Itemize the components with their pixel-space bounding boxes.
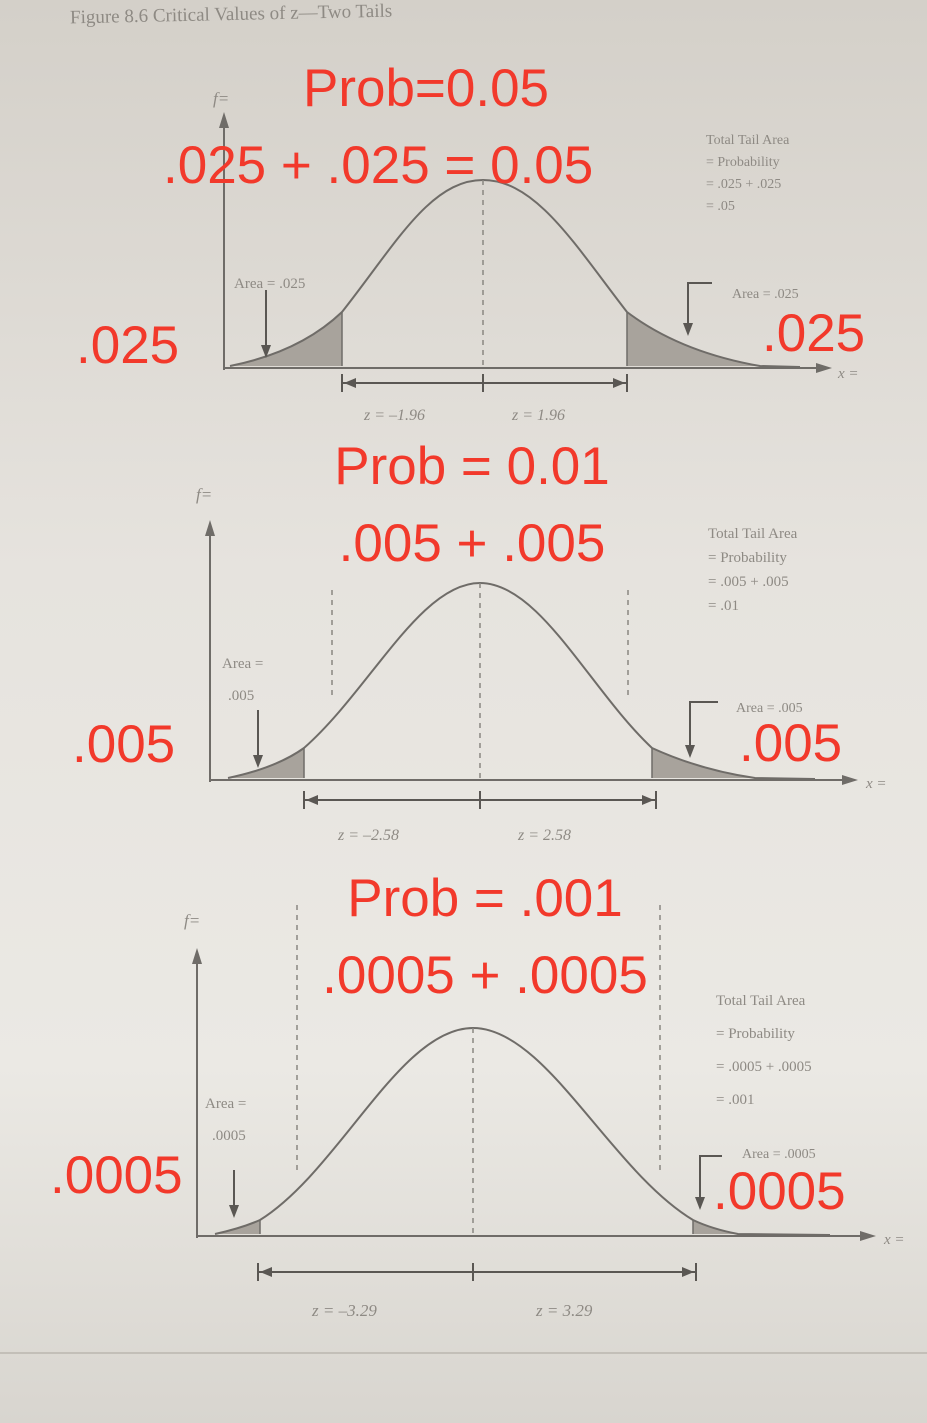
panel-3-sum-annotation: .0005 + .0005 (322, 946, 648, 1005)
panel-2-total-tail-area: Total Tail Area = Probability = .005 + .… (708, 526, 798, 614)
panel-1-x-label: x = (837, 366, 859, 382)
panel-3-z-left: z = –3.29 (311, 1301, 377, 1320)
panel-1-left-tail-annotation: .025 (76, 316, 180, 375)
panel-1-prob-annotation: Prob=0.05 (302, 59, 550, 118)
panel-1-graph: f= x = Area = .025 Area = .025 z = –1.96… (213, 89, 859, 424)
panel-1-x-arrow (816, 363, 832, 373)
panel-3-right-area-label: Area = .0005 (742, 1147, 816, 1162)
panel-3-right-tail-annotation: .0005 (713, 1162, 846, 1221)
panel-1-y-label: f= (213, 89, 229, 108)
panel-1-left-tail-shade (230, 312, 342, 366)
panel-2-z-right: z = 2.58 (517, 827, 571, 844)
panel-2-x-label: x = (865, 776, 887, 792)
panel-1-y-arrow (219, 112, 229, 128)
panel-3-graph: f= x = Area = .0005 Area = .0005 z = –3.… (184, 905, 905, 1320)
panel-1-right-area-arrow (687, 282, 712, 330)
panel-2-y-label: f= (196, 485, 212, 504)
panel-3-prob-annotation: Prob = .001 (347, 869, 623, 928)
page-bottom-rule (0, 1352, 927, 1354)
panel-1-z-left: z = –1.96 (363, 407, 425, 424)
panel-3-z-right: z = 3.29 (535, 1301, 593, 1320)
panel-2-left-area-value: .005 (228, 688, 254, 704)
panel-1-total-tail-area: Total Tail Area = Probability = .025 + .… (706, 133, 790, 214)
panel-2-right-area-label: Area = .005 (736, 701, 803, 716)
panel-1-right-area-label: Area = .025 (732, 287, 799, 302)
panel-2-z-left: z = –2.58 (337, 827, 399, 844)
panel-1-sum-annotation: .025 + .025 = 0.05 (163, 136, 594, 195)
panel-3-x-label: x = (883, 1232, 905, 1248)
panel-1-right-tail-annotation: .025 (762, 304, 866, 363)
panel-1-left-area-label: Area = .025 (234, 276, 305, 292)
panel-3-left-tail-annotation: .0005 (50, 1146, 183, 1205)
panel-2-prob-annotation: Prob = 0.01 (334, 437, 610, 496)
panel-3-left-area-value: .0005 (212, 1128, 246, 1144)
panel-2-sum-annotation: .005 + .005 (338, 514, 606, 573)
panel-1-right-tail-shade (627, 312, 760, 366)
panel-2-left-tail-annotation: .005 (72, 715, 176, 774)
panel-3-total-tail-area: Total Tail Area = Probability = .0005 + … (716, 993, 812, 1108)
panel-2-left-area-label: Area = (222, 656, 263, 672)
panel-2-right-tail-annotation: .005 (739, 714, 843, 773)
panel-3-left-area-label: Area = (205, 1096, 246, 1112)
panel-3-y-label: f= (184, 911, 200, 930)
panel-2-graph: f= x = Area = .005 Area = .005 z = –2.58… (196, 485, 887, 844)
panel-1-z-right: z = 1.96 (511, 407, 565, 424)
